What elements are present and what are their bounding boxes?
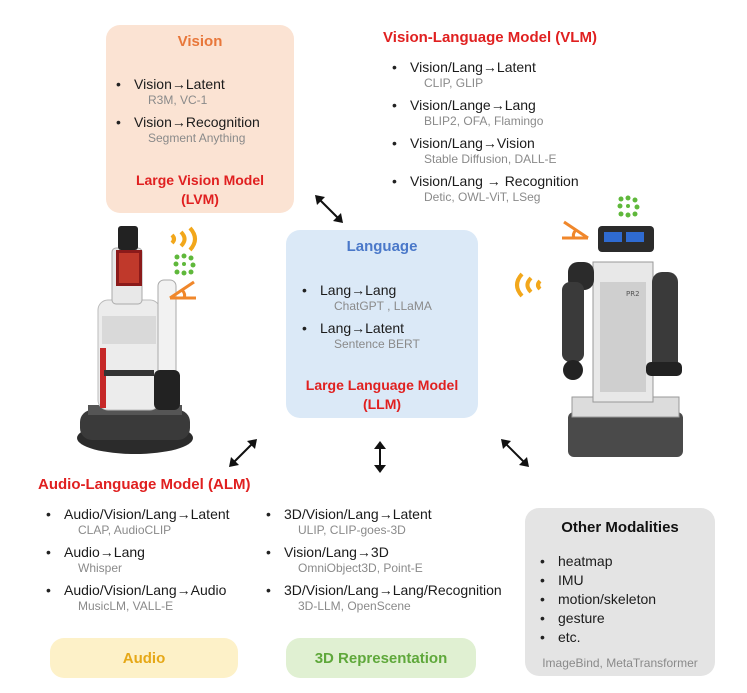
sound-wave-icon-right (515, 272, 542, 298)
point-cloud-icon (173, 253, 196, 276)
three-d-panel (286, 638, 476, 678)
arrow-robot-other (501, 439, 529, 467)
camera-view-icon-right (562, 220, 589, 240)
three-d-item-list: 3D/Vision/Lang→Latent ULIP, CLIP-goes-3D… (262, 506, 502, 620)
list-item: Vision/Lang→3D OmniObject3D, Point-E (262, 544, 502, 576)
sound-wave-icon (170, 226, 197, 252)
list-item: Vision/Lang→Latent CLIP, GLIP (388, 59, 579, 91)
other-modalities-title: Other Modalities (561, 519, 679, 536)
vision-item-list: Vision→Latent R3M, VC-1 Vision→Recogniti… (112, 76, 260, 152)
audio-title: Audio (122, 650, 166, 667)
list-item: gesture (536, 610, 656, 627)
list-item: Lang→Lang ChatGPT , LLaMA (298, 282, 432, 314)
audio-panel (50, 638, 238, 678)
arrow-robot-alm (229, 439, 257, 467)
list-item: motion/skeleton (536, 591, 656, 608)
list-item: 3D/Vision/Lang→Latent ULIP, CLIP-goes-3D (262, 506, 502, 538)
point-cloud-icon-right (617, 195, 640, 218)
vision-title: Vision (177, 33, 223, 50)
list-item: Audio/Vision/Lang→Latent CLAP, AudioCLIP (42, 506, 230, 538)
list-item: heatmap (536, 553, 656, 570)
other-modalities-footer: ImageBind, MetaTransformer (542, 656, 698, 670)
list-item: Vision/Lang→Vision Stable Diffusion, DAL… (388, 135, 579, 167)
list-item: Vision→Recognition Segment Anything (112, 114, 260, 146)
llm-label-line1: Large Language Model (305, 377, 459, 393)
list-item: Audio→Lang Whisper (42, 544, 230, 576)
alm-item-list: Audio/Vision/Lang→Latent CLAP, AudioCLIP… (42, 506, 230, 620)
left-robot-illustration (70, 220, 220, 460)
list-item: etc. (536, 629, 656, 646)
list-item: Vision/Lang → Recognition Detic, OWL-ViT… (388, 173, 579, 205)
robot-badge-text: PR2 (626, 290, 640, 298)
three-d-title: 3D Representation (314, 650, 448, 667)
list-item: Vision→Latent R3M, VC-1 (112, 76, 260, 108)
llm-label-line2: (LLM) (362, 396, 402, 412)
arrow-language-3d (374, 441, 386, 473)
lvm-label-line2: (LVM) (181, 191, 219, 207)
list-item: Vision/Lange→Lang BLIP2, OFA, Flamingo (388, 97, 579, 129)
camera-view-icon (169, 280, 196, 300)
vlm-title: Vision-Language Model (VLM) (383, 29, 597, 46)
vlm-item-list: Vision/Lang→Latent CLIP, GLIP Vision/Lan… (388, 59, 579, 211)
list-item: Audio/Vision/Lang→Audio MusicLM, VALL-E (42, 582, 230, 614)
arrow-vision-language (315, 195, 343, 223)
language-title: Language (346, 238, 418, 255)
right-robot-illustration: PR2 (548, 222, 698, 467)
lvm-label-line1: Large Vision Model (135, 172, 265, 188)
language-item-list: Lang→Lang ChatGPT , LLaMA Lang→Latent Se… (298, 282, 432, 358)
list-item: IMU (536, 572, 656, 589)
list-item: 3D/Vision/Lang→Lang/Recognition 3D-LLM, … (262, 582, 502, 614)
list-item: Lang→Latent Sentence BERT (298, 320, 432, 352)
alm-title: Audio-Language Model (ALM) (38, 476, 251, 493)
other-item-list: heatmap IMU motion/skeleton gesture etc. (536, 553, 656, 646)
